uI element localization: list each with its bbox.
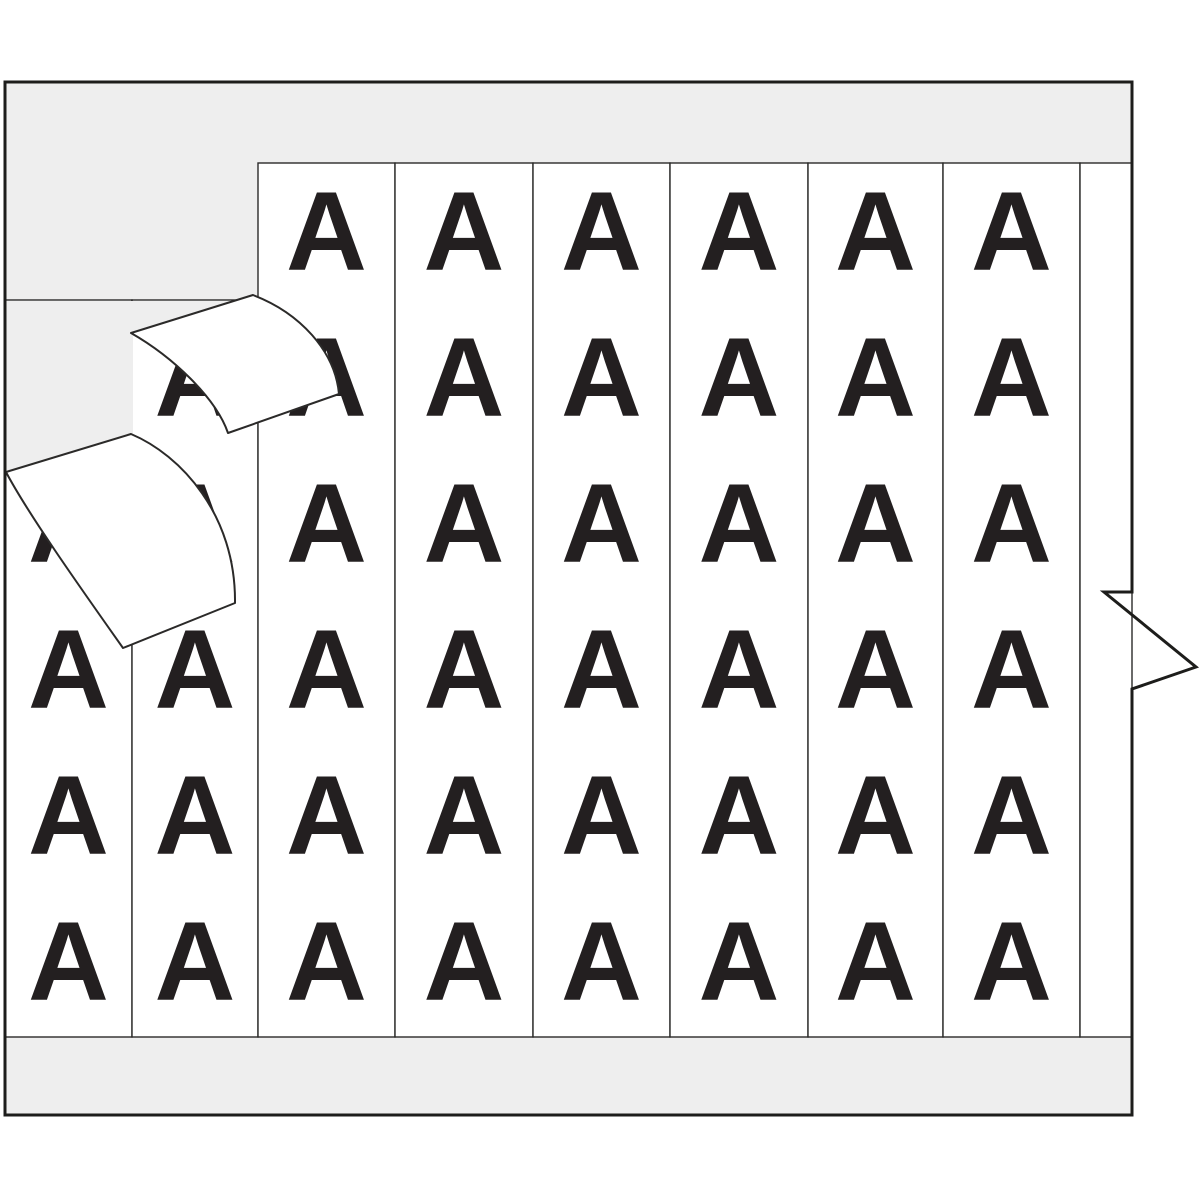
strip-8 — [942, 162, 1081, 1038]
strip-5 — [532, 162, 671, 1038]
marker-letter: A — [971, 461, 1052, 586]
marker-letter: A — [699, 899, 780, 1024]
marker-letter: A — [286, 461, 367, 586]
marker-letter: A — [424, 607, 505, 732]
strip-6 — [669, 162, 809, 1038]
marker-letter: A — [561, 461, 642, 586]
marker-letter: A — [835, 899, 916, 1024]
marker-letter: A — [835, 315, 916, 440]
marker-letter: A — [424, 899, 505, 1024]
marker-letter: A — [561, 315, 642, 440]
marker-letter: A — [971, 169, 1052, 294]
marker-letter: A — [286, 753, 367, 878]
marker-letter: A — [286, 899, 367, 1024]
marker-letter: A — [835, 753, 916, 878]
marker-letter: A — [699, 753, 780, 878]
right-edge-notch — [1104, 592, 1196, 689]
marker-letter: A — [699, 607, 780, 732]
peeled-label-bottom — [5, 433, 237, 649]
marker-letter: A — [971, 607, 1052, 732]
marker-letter: A — [699, 169, 780, 294]
strip-7 — [807, 162, 944, 1038]
card-border — [3, 80, 1200, 1117]
marker-letter: A — [561, 607, 642, 732]
strip-9 — [1079, 162, 1133, 1038]
marker-letter: A — [561, 169, 642, 294]
peeled-area-liner — [6, 301, 257, 470]
marker-letter: A — [561, 753, 642, 878]
strips-group: AAAAAAAAAAAAAAAAAAAAAAAAAAAAAAAAAAAAAAAA… — [4, 162, 1133, 1038]
marker-letter: A — [971, 899, 1052, 1024]
marker-letter: A — [155, 753, 236, 878]
marker-letter: A — [424, 461, 505, 586]
marker-letter: A — [699, 315, 780, 440]
marker-letter: A — [286, 169, 367, 294]
peeled-label-top — [130, 294, 340, 434]
marker-letter: A — [28, 899, 109, 1024]
marker-letter: A — [28, 753, 109, 878]
marker-letter: A — [424, 169, 505, 294]
marker-letter: A — [561, 899, 642, 1024]
marker-letter: A — [424, 315, 505, 440]
marker-letter: A — [286, 607, 367, 732]
marker-letter: A — [971, 315, 1052, 440]
marker-letter: A — [28, 607, 109, 732]
marker-letter: A — [699, 461, 780, 586]
marker-letter: A — [424, 753, 505, 878]
marker-letter: A — [155, 899, 236, 1024]
marker-letter: A — [835, 461, 916, 586]
marker-letter: A — [835, 169, 916, 294]
marker-letter: A — [835, 607, 916, 732]
marker-letter: A — [971, 753, 1052, 878]
